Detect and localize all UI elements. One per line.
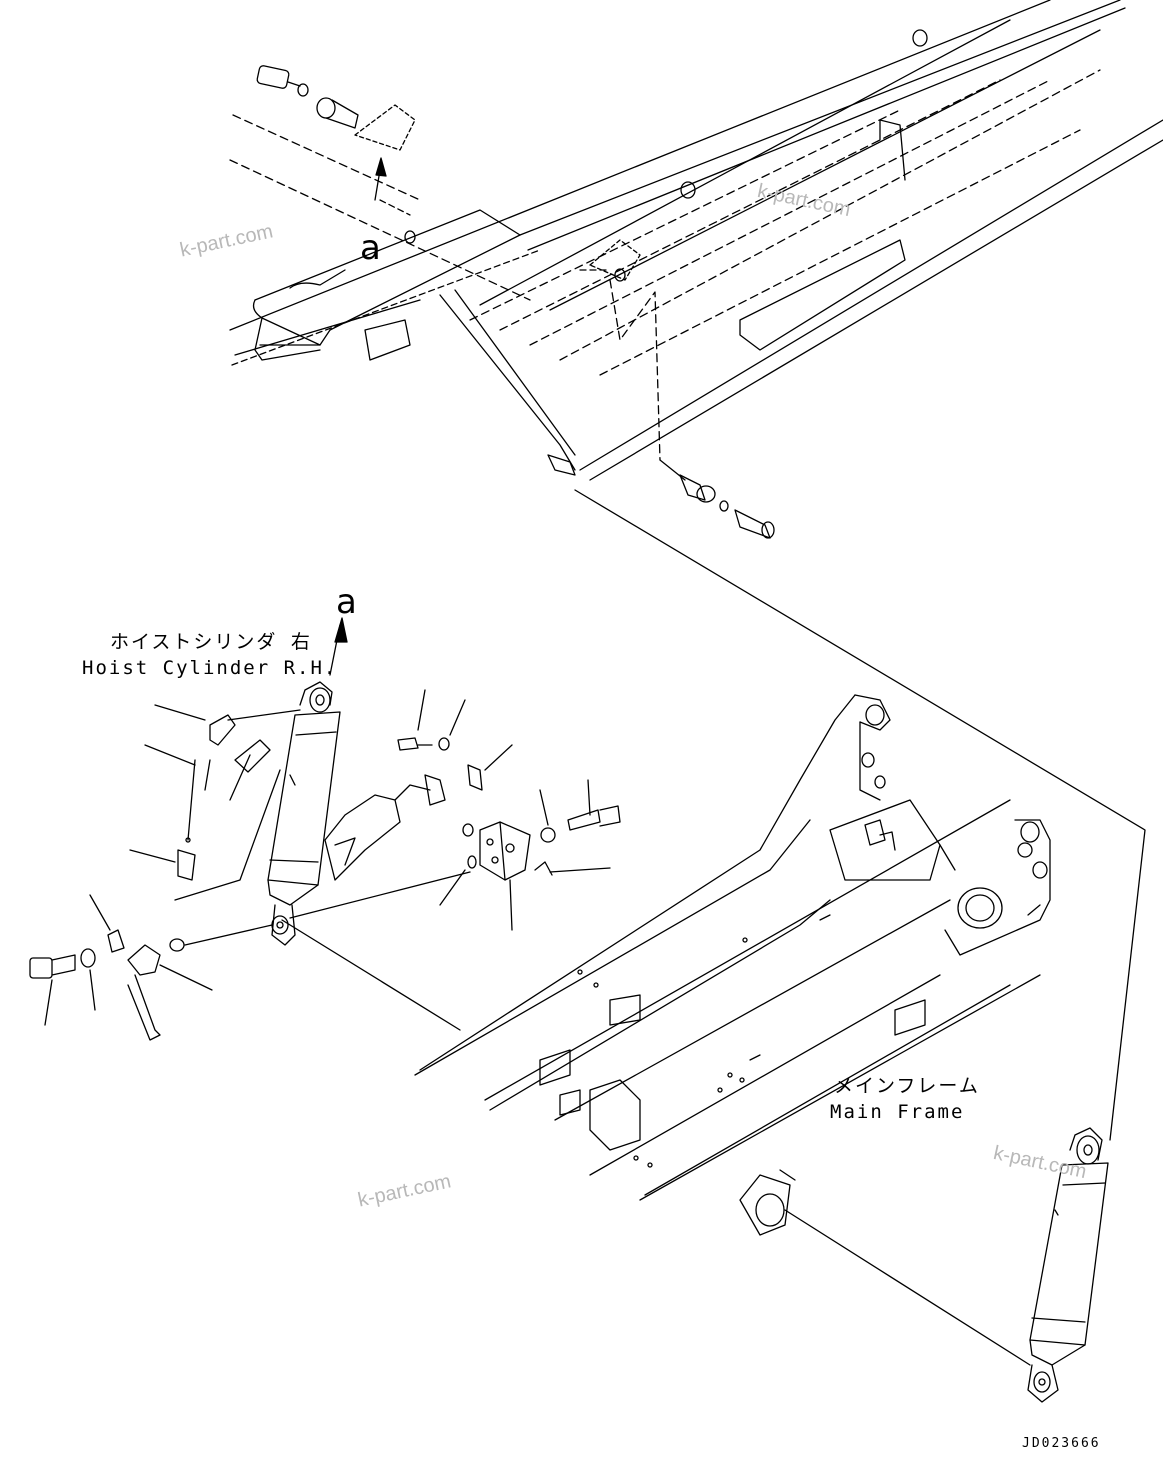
main-frame-label-en: Main Frame bbox=[830, 1101, 965, 1123]
leader-body-to-cylinder-lh bbox=[574, 489, 1146, 1141]
callout-a-lower: a bbox=[336, 582, 357, 622]
upper-pin-set-left bbox=[256, 65, 387, 201]
hose-assembly bbox=[324, 689, 621, 881]
lower-pin-assembly bbox=[29, 924, 273, 1041]
manifold-block bbox=[289, 821, 531, 931]
hoist-cylinder-label-en: Hoist Cylinder R.H. bbox=[82, 657, 338, 679]
dump-body-underside bbox=[229, 0, 1163, 481]
hoist-cylinder-label-jp: ホイストシリンダ 右 bbox=[110, 631, 312, 653]
hoist-cylinder-lh bbox=[1027, 1127, 1109, 1403]
callout-a-upper: a bbox=[360, 228, 381, 268]
leader-frame-to-cylinder-lh bbox=[784, 1209, 1031, 1366]
hoist-cylinder-rh bbox=[267, 681, 341, 946]
main-frame-label-jp: メインフレーム bbox=[834, 1075, 980, 1097]
grease-lines bbox=[89, 704, 301, 931]
upper-pin-set-right bbox=[659, 459, 775, 539]
document-id: JD023666 bbox=[1022, 1436, 1101, 1451]
main-frame bbox=[414, 694, 1051, 1236]
leader-cylinder-to-frame bbox=[281, 919, 461, 1031]
arrow-head-lower bbox=[334, 617, 348, 643]
